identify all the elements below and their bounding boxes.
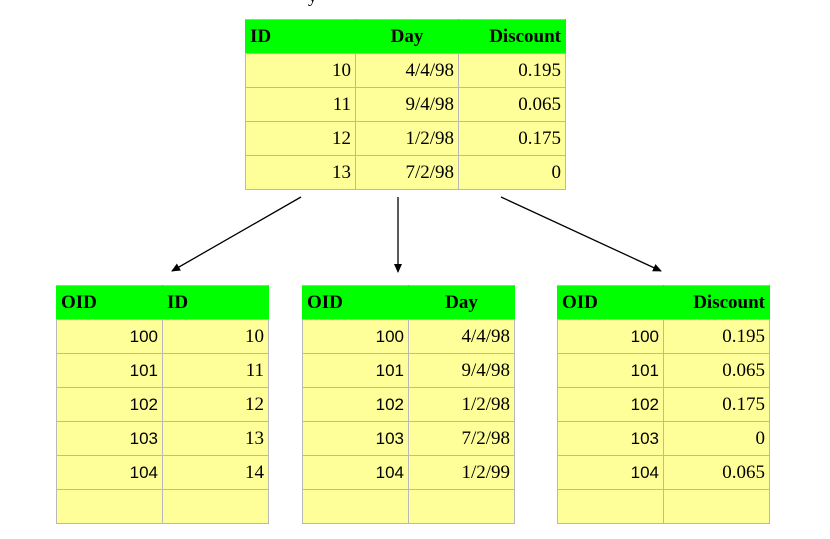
cell-day: 4/4/98 <box>355 53 459 88</box>
header-discount: Discount <box>458 19 566 54</box>
cell-oid: 103 <box>557 421 664 456</box>
cell-day: 1/2/98 <box>408 387 515 422</box>
table-row: 11 9/4/98 0.065 <box>245 87 566 122</box>
table-row: 101 9/4/98 <box>302 353 515 388</box>
table-row: 101 11 <box>56 353 269 388</box>
oid-discount-table: OID Discount 100 0.195 101 0.065 102 0.1… <box>557 285 770 524</box>
table-row: 102 0.175 <box>557 387 770 422</box>
empty-cell <box>302 489 409 524</box>
empty-row <box>56 489 269 524</box>
header-oid: OID <box>557 285 664 320</box>
cell-id: 10 <box>162 319 269 354</box>
empty-cell <box>162 489 269 524</box>
cell-day: 7/2/98 <box>355 155 459 190</box>
table-row: 100 10 <box>56 319 269 354</box>
oid-day-table: OID Day 100 4/4/98 101 9/4/98 102 1/2/98… <box>302 285 515 524</box>
empty-row <box>302 489 515 524</box>
table-row: 102 1/2/98 <box>302 387 515 422</box>
cell-id: 10 <box>245 53 356 88</box>
cell-day: 1/2/99 <box>408 455 515 490</box>
table-row: 10 4/4/98 0.195 <box>245 53 566 88</box>
caption-fragment-text: y <box>308 0 317 6</box>
table-row: 104 14 <box>56 455 269 490</box>
cell-discount: 0 <box>458 155 566 190</box>
table-row: 101 0.065 <box>557 353 770 388</box>
header-id: ID <box>162 285 269 320</box>
cell-discount: 0.065 <box>458 87 566 122</box>
cell-oid: 100 <box>56 319 163 354</box>
oid-id-header-row: OID ID <box>56 285 269 320</box>
table-row: 13 7/2/98 0 <box>245 155 566 190</box>
cell-oid: 101 <box>56 353 163 388</box>
oid-day-header-row: OID Day <box>302 285 515 320</box>
empty-cell <box>408 489 515 524</box>
oid-id-table: OID ID 100 10 101 11 102 12 103 13 104 1… <box>56 285 269 524</box>
header-day: Day <box>355 19 459 54</box>
cell-day: 4/4/98 <box>408 319 515 354</box>
cell-discount: 0.195 <box>663 319 770 354</box>
arrow-right <box>500 196 662 272</box>
table-row: 103 0 <box>557 421 770 456</box>
cell-oid: 102 <box>557 387 664 422</box>
cell-day: 9/4/98 <box>355 87 459 122</box>
header-oid: OID <box>302 285 409 320</box>
source-table-header-row: ID Day Discount <box>245 19 566 54</box>
cell-oid: 100 <box>302 319 409 354</box>
cell-oid: 102 <box>302 387 409 422</box>
cropped-caption-fragment: y <box>300 0 360 6</box>
cell-oid: 102 <box>56 387 163 422</box>
source-table: ID Day Discount 10 4/4/98 0.195 11 9/4/9… <box>245 19 566 190</box>
cell-discount: 0.195 <box>458 53 566 88</box>
cell-id: 12 <box>245 121 356 156</box>
empty-cell <box>557 489 664 524</box>
header-discount: Discount <box>663 285 770 320</box>
cell-oid: 104 <box>56 455 163 490</box>
cell-discount: 0.175 <box>458 121 566 156</box>
cell-oid: 104 <box>557 455 664 490</box>
cell-discount: 0.065 <box>663 455 770 490</box>
cell-id: 11 <box>162 353 269 388</box>
empty-cell <box>663 489 770 524</box>
table-row: 100 4/4/98 <box>302 319 515 354</box>
table-row: 104 1/2/99 <box>302 455 515 490</box>
header-id: ID <box>245 19 356 54</box>
cell-id: 12 <box>162 387 269 422</box>
empty-row <box>557 489 770 524</box>
table-row: 12 1/2/98 0.175 <box>245 121 566 156</box>
cell-oid: 104 <box>302 455 409 490</box>
header-day: Day <box>408 285 515 320</box>
cell-discount: 0.175 <box>663 387 770 422</box>
cell-day: 9/4/98 <box>408 353 515 388</box>
cell-oid: 101 <box>557 353 664 388</box>
cell-id: 13 <box>245 155 356 190</box>
cell-oid: 103 <box>56 421 163 456</box>
cell-day: 1/2/98 <box>355 121 459 156</box>
table-row: 103 13 <box>56 421 269 456</box>
cell-oid: 103 <box>302 421 409 456</box>
cell-oid: 100 <box>557 319 664 354</box>
header-oid: OID <box>56 285 163 320</box>
empty-cell <box>56 489 163 524</box>
cell-discount: 0 <box>663 421 770 456</box>
table-row: 100 0.195 <box>557 319 770 354</box>
cell-day: 7/2/98 <box>408 421 515 456</box>
cell-oid: 101 <box>302 353 409 388</box>
cell-id: 14 <box>162 455 269 490</box>
cell-id: 11 <box>245 87 356 122</box>
table-row: 103 7/2/98 <box>302 421 515 456</box>
cell-discount: 0.065 <box>663 353 770 388</box>
table-row: 104 0.065 <box>557 455 770 490</box>
table-row: 102 12 <box>56 387 269 422</box>
cell-id: 13 <box>162 421 269 456</box>
arrow-left <box>171 196 302 272</box>
oid-discount-header-row: OID Discount <box>557 285 770 320</box>
